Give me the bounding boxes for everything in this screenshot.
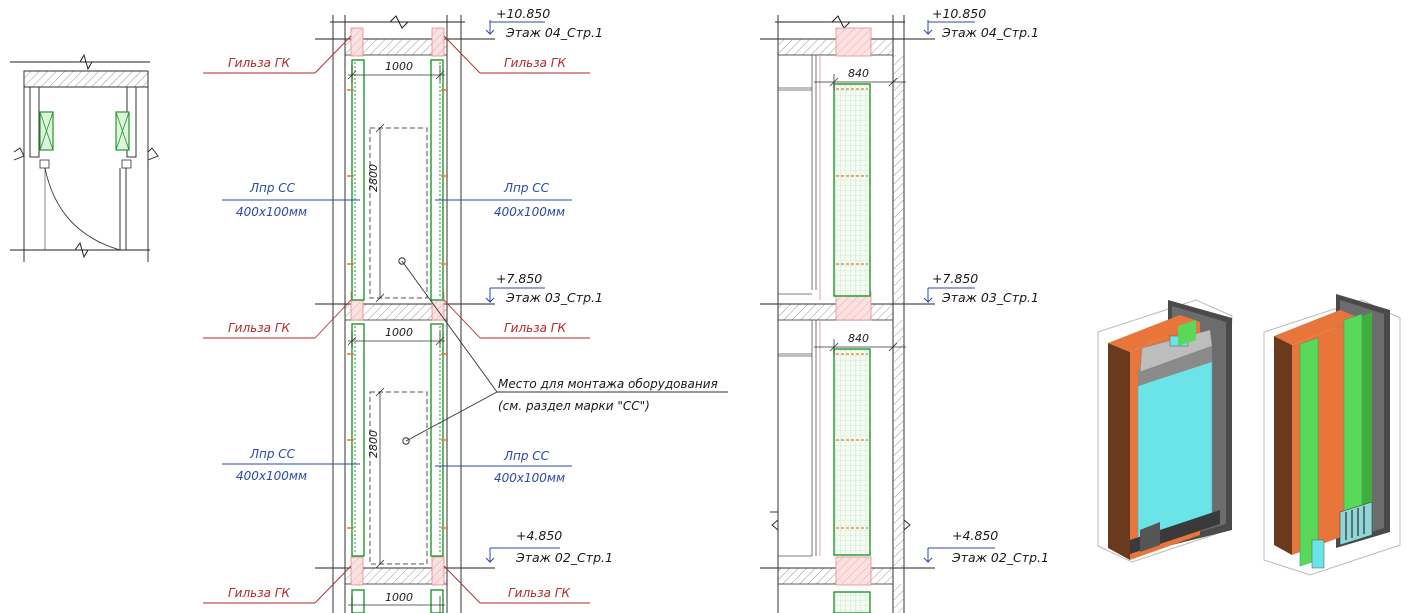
level-name-03-front: Этаж 03_Стр.1 — [505, 290, 603, 305]
dim-width-side: 840 — [848, 332, 869, 345]
level-name-04-side: Этаж 04_Стр.1 — [941, 25, 1039, 40]
tray-label-size: 400x100мм — [236, 205, 307, 219]
tray-label-name: Лпр СС — [503, 181, 550, 195]
level-mark-03-front: +7.850 — [496, 271, 542, 286]
sleeve-label: Гильза ГК — [228, 586, 290, 600]
dim-height-front: 2800 — [367, 164, 380, 192]
tray-label-size: 400x100мм — [494, 471, 565, 485]
level-mark-02-side: +4.850 — [952, 528, 998, 543]
level-symbols — [485, 20, 995, 564]
dim-width-front: 1000 — [385, 326, 413, 339]
dim-width-side: 840 — [848, 67, 869, 80]
level-name-02-side: Этаж 02_Стр.1 — [951, 550, 1049, 565]
dim-width-front: 1000 — [385, 591, 413, 604]
level-name-03-side: Этаж 03_Стр.1 — [941, 290, 1039, 305]
front-elevation — [203, 15, 728, 613]
tray-label-name: Лпр СС — [249, 181, 296, 195]
dim-height-front: 2800 — [367, 430, 380, 458]
dim-width-front: 1000 — [385, 60, 413, 73]
tray-label-name: Лпр СС — [503, 449, 550, 463]
tray-label-size: 400x100мм — [494, 205, 565, 219]
equipment-note-line2: (см. раздел марки "СС") — [498, 399, 650, 413]
sleeve-label: Гильза ГК — [504, 321, 566, 335]
isometric-model-side — [1263, 294, 1401, 576]
level-name-04-front: Этаж 04_Стр.1 — [505, 25, 603, 40]
sleeve-label: Гильза ГК — [508, 586, 570, 600]
sleeve-label: Гильза ГК — [228, 321, 290, 335]
side-elevation — [760, 15, 935, 613]
sleeve-label: Гильза ГК — [504, 56, 566, 70]
level-mark-04-side: +10.850 — [932, 6, 986, 21]
sleeve-label: Гильза ГК — [228, 56, 290, 70]
equipment-note-line1: Место для монтажа оборудования — [498, 377, 718, 391]
level-mark-04-front: +10.850 — [496, 6, 550, 21]
tray-label-name: Лпр СС — [249, 447, 296, 461]
tray-label-size: 400x100мм — [236, 469, 307, 483]
level-mark-02-front: +4.850 — [516, 528, 562, 543]
level-name-02-front: Этаж 02_Стр.1 — [515, 550, 613, 565]
isometric-model-front — [1097, 299, 1233, 563]
plan-view — [10, 53, 159, 262]
level-mark-03-side: +7.850 — [932, 271, 978, 286]
